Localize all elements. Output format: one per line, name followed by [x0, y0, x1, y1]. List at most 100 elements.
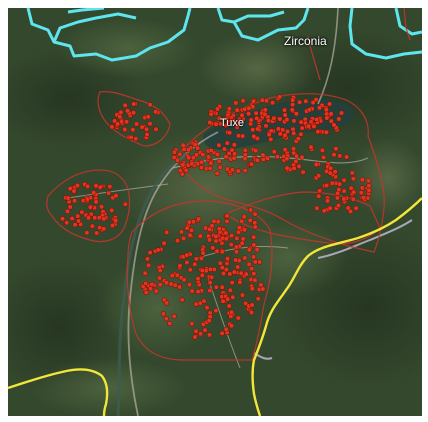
marker-point[interactable]	[321, 154, 327, 161]
marker-point[interactable]	[111, 118, 118, 124]
marker-point[interactable]	[214, 151, 220, 158]
marker-point[interactable]	[229, 233, 235, 239]
marker-point[interactable]	[331, 122, 337, 128]
marker-point[interactable]	[291, 130, 297, 136]
marker-point[interactable]	[277, 116, 283, 122]
marker-point[interactable]	[316, 173, 322, 179]
marker-point[interactable]	[183, 167, 189, 173]
marker-point[interactable]	[254, 247, 260, 253]
marker-point[interactable]	[233, 100, 239, 106]
marker-point[interactable]	[117, 114, 123, 120]
marker-point[interactable]	[242, 147, 248, 153]
marker-point[interactable]	[251, 242, 257, 248]
marker-point[interactable]	[336, 116, 342, 122]
marker-point[interactable]	[310, 99, 316, 106]
marker-point[interactable]	[118, 109, 124, 115]
marker-point[interactable]	[235, 264, 241, 270]
marker-point[interactable]	[290, 101, 296, 108]
marker-point[interactable]	[223, 122, 229, 128]
marker-point[interactable]	[206, 154, 212, 160]
marker-point[interactable]	[177, 263, 183, 269]
marker-point[interactable]	[231, 155, 237, 161]
marker-point[interactable]	[260, 152, 266, 158]
marker-point[interactable]	[224, 140, 230, 146]
marker-point[interactable]	[197, 300, 203, 306]
marker-point[interactable]	[144, 131, 150, 138]
marker-point[interactable]	[216, 142, 222, 148]
marker-point[interactable]	[186, 219, 192, 225]
marker-point[interactable]	[226, 119, 232, 125]
marker-point[interactable]	[348, 185, 354, 191]
marker-point[interactable]	[230, 294, 236, 300]
marker-point[interactable]	[239, 240, 245, 246]
marker-point[interactable]	[274, 154, 281, 160]
marker-point[interactable]	[118, 119, 125, 125]
marker-point[interactable]	[209, 274, 215, 281]
marker-point[interactable]	[242, 106, 248, 112]
marker-point[interactable]	[252, 277, 258, 283]
marker-point[interactable]	[239, 218, 245, 224]
marker-point[interactable]	[253, 110, 259, 116]
marker-point[interactable]	[350, 176, 357, 182]
marker-point[interactable]	[223, 154, 229, 160]
marker-point[interactable]	[236, 116, 242, 122]
marker-point[interactable]	[277, 94, 283, 100]
marker-point[interactable]	[229, 147, 235, 153]
marker-point[interactable]	[174, 272, 180, 278]
marker-point[interactable]	[107, 184, 113, 190]
marker-point[interactable]	[263, 98, 270, 104]
marker-point[interactable]	[337, 181, 343, 187]
marker-point[interactable]	[143, 289, 149, 296]
marker-point[interactable]	[223, 236, 229, 242]
marker-point[interactable]	[347, 208, 354, 214]
marker-point[interactable]	[241, 214, 247, 220]
marker-point[interactable]	[233, 244, 239, 250]
marker-point[interactable]	[252, 224, 258, 230]
marker-point[interactable]	[332, 169, 338, 175]
marker-point[interactable]	[220, 270, 227, 277]
marker-point[interactable]	[250, 98, 257, 104]
marker-point[interactable]	[229, 309, 235, 315]
marker-point[interactable]	[147, 102, 153, 108]
marker-point[interactable]	[192, 142, 198, 148]
marker-point[interactable]	[184, 225, 190, 231]
marker-point[interactable]	[195, 289, 201, 295]
marker-point[interactable]	[248, 117, 254, 123]
marker-point[interactable]	[236, 225, 242, 231]
marker-point[interactable]	[221, 146, 227, 152]
marker-point[interactable]	[284, 116, 290, 123]
marker-point[interactable]	[217, 164, 223, 170]
marker-point[interactable]	[213, 234, 219, 240]
marker-point[interactable]	[224, 213, 230, 219]
marker-point[interactable]	[306, 107, 313, 113]
marker-point[interactable]	[189, 321, 195, 327]
marker-point[interactable]	[224, 218, 230, 224]
marker-point[interactable]	[89, 223, 95, 229]
marker-point[interactable]	[303, 98, 309, 104]
marker-point[interactable]	[234, 107, 240, 113]
marker-point[interactable]	[79, 209, 85, 215]
marker-point[interactable]	[160, 311, 166, 317]
marker-point[interactable]	[177, 284, 183, 290]
marker-point[interactable]	[157, 282, 163, 288]
marker-point[interactable]	[109, 124, 115, 130]
marker-point[interactable]	[234, 235, 240, 241]
marker-point[interactable]	[248, 207, 254, 213]
marker-point[interactable]	[84, 196, 91, 202]
marker-point[interactable]	[246, 261, 252, 267]
marker-point[interactable]	[164, 300, 170, 306]
marker-point[interactable]	[239, 112, 245, 118]
marker-point[interactable]	[93, 199, 99, 205]
marker-point[interactable]	[199, 267, 205, 274]
marker-point[interactable]	[253, 148, 259, 154]
marker-point[interactable]	[216, 158, 222, 164]
marker-point[interactable]	[328, 165, 334, 171]
marker-point[interactable]	[114, 121, 121, 127]
marker-point[interactable]	[207, 119, 213, 126]
marker-point[interactable]	[314, 205, 320, 211]
marker-point[interactable]	[297, 99, 303, 105]
marker-point[interactable]	[314, 116, 320, 123]
marker-point[interactable]	[163, 316, 169, 322]
marker-point[interactable]	[208, 111, 214, 117]
marker-point[interactable]	[189, 161, 195, 167]
